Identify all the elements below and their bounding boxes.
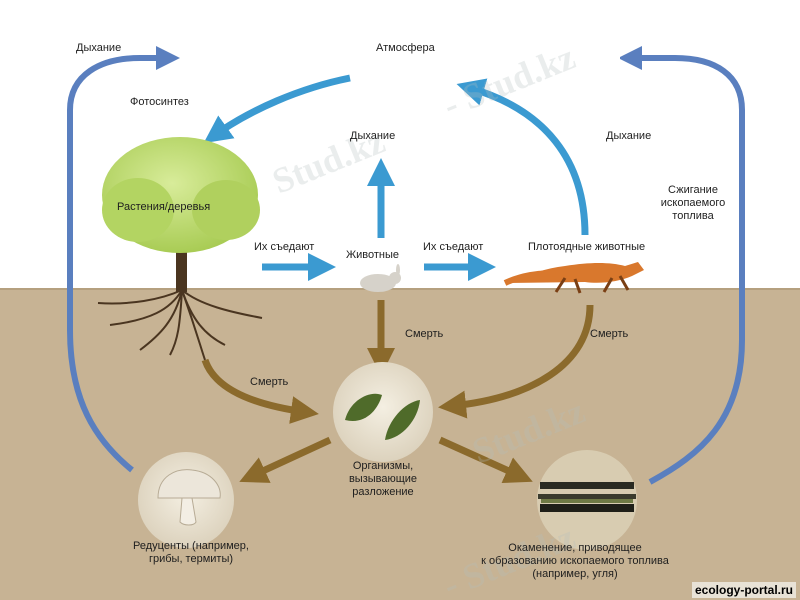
respiration-center-label: Дыхание bbox=[350, 130, 396, 142]
coal-layer-1 bbox=[540, 482, 634, 489]
eaten-label-2: Их съедают bbox=[423, 241, 484, 253]
tree-trunk bbox=[176, 240, 187, 292]
mushroom-stem bbox=[179, 497, 197, 526]
rabbit bbox=[360, 264, 401, 292]
tree-roots bbox=[97, 289, 263, 361]
photosynthesis-label: Фотосинтез bbox=[130, 96, 189, 108]
coal-layer-3 bbox=[540, 504, 634, 512]
death-left-label: Смерть bbox=[250, 376, 289, 388]
fossil-fuel-burning-label: Сжигание ископаемого топлива bbox=[660, 184, 726, 222]
plants-label: Растения/деревья bbox=[117, 201, 211, 213]
fossil-fuel-burning-arrow bbox=[618, 46, 745, 485]
carnivores-respiration-arrow bbox=[456, 78, 589, 236]
decomposers-circle bbox=[333, 362, 433, 462]
carnivores-label: Плотоядные животные bbox=[528, 241, 646, 253]
death-left-arrow bbox=[201, 358, 319, 424]
respiration-right-label: Дыхание bbox=[606, 130, 652, 142]
decomposer-leaf-2 bbox=[385, 400, 420, 440]
decomposers-label: Организмы, вызывающие разложение bbox=[348, 460, 418, 498]
fossilization-label: Окаменение, приводящее к образованию иск… bbox=[481, 542, 669, 580]
tree-crown-bulge-2 bbox=[192, 180, 260, 240]
mushroom-cap bbox=[157, 469, 221, 499]
credit-text: ecology-portal.ru bbox=[691, 582, 796, 598]
death-right-arrow bbox=[438, 304, 594, 419]
reducers-label: Редуценты (например, грибы, термиты) bbox=[133, 540, 249, 565]
death-right-label: Смерть bbox=[590, 328, 629, 340]
death-center-label: Смерть bbox=[405, 328, 444, 340]
atmosphere-label: Атмосфера bbox=[376, 42, 435, 54]
fox bbox=[503, 262, 644, 294]
decomposer-leaf-1 bbox=[345, 393, 382, 421]
eaten-label-1: Их съедают bbox=[254, 241, 315, 253]
coal-layer-2 bbox=[538, 494, 636, 499]
respiration-left-arrow bbox=[67, 46, 180, 473]
coal-layer-green bbox=[541, 499, 633, 503]
photosynthesis-arrow bbox=[203, 74, 351, 144]
animals-label: Животные bbox=[346, 249, 400, 261]
atmosphere-banner bbox=[200, 28, 620, 72]
to-fossilization-arrow bbox=[438, 436, 533, 484]
respiration-left-label: Дыхание bbox=[76, 42, 122, 54]
tree-crown-bulge bbox=[102, 178, 174, 242]
to-reducers-arrow bbox=[239, 436, 332, 483]
